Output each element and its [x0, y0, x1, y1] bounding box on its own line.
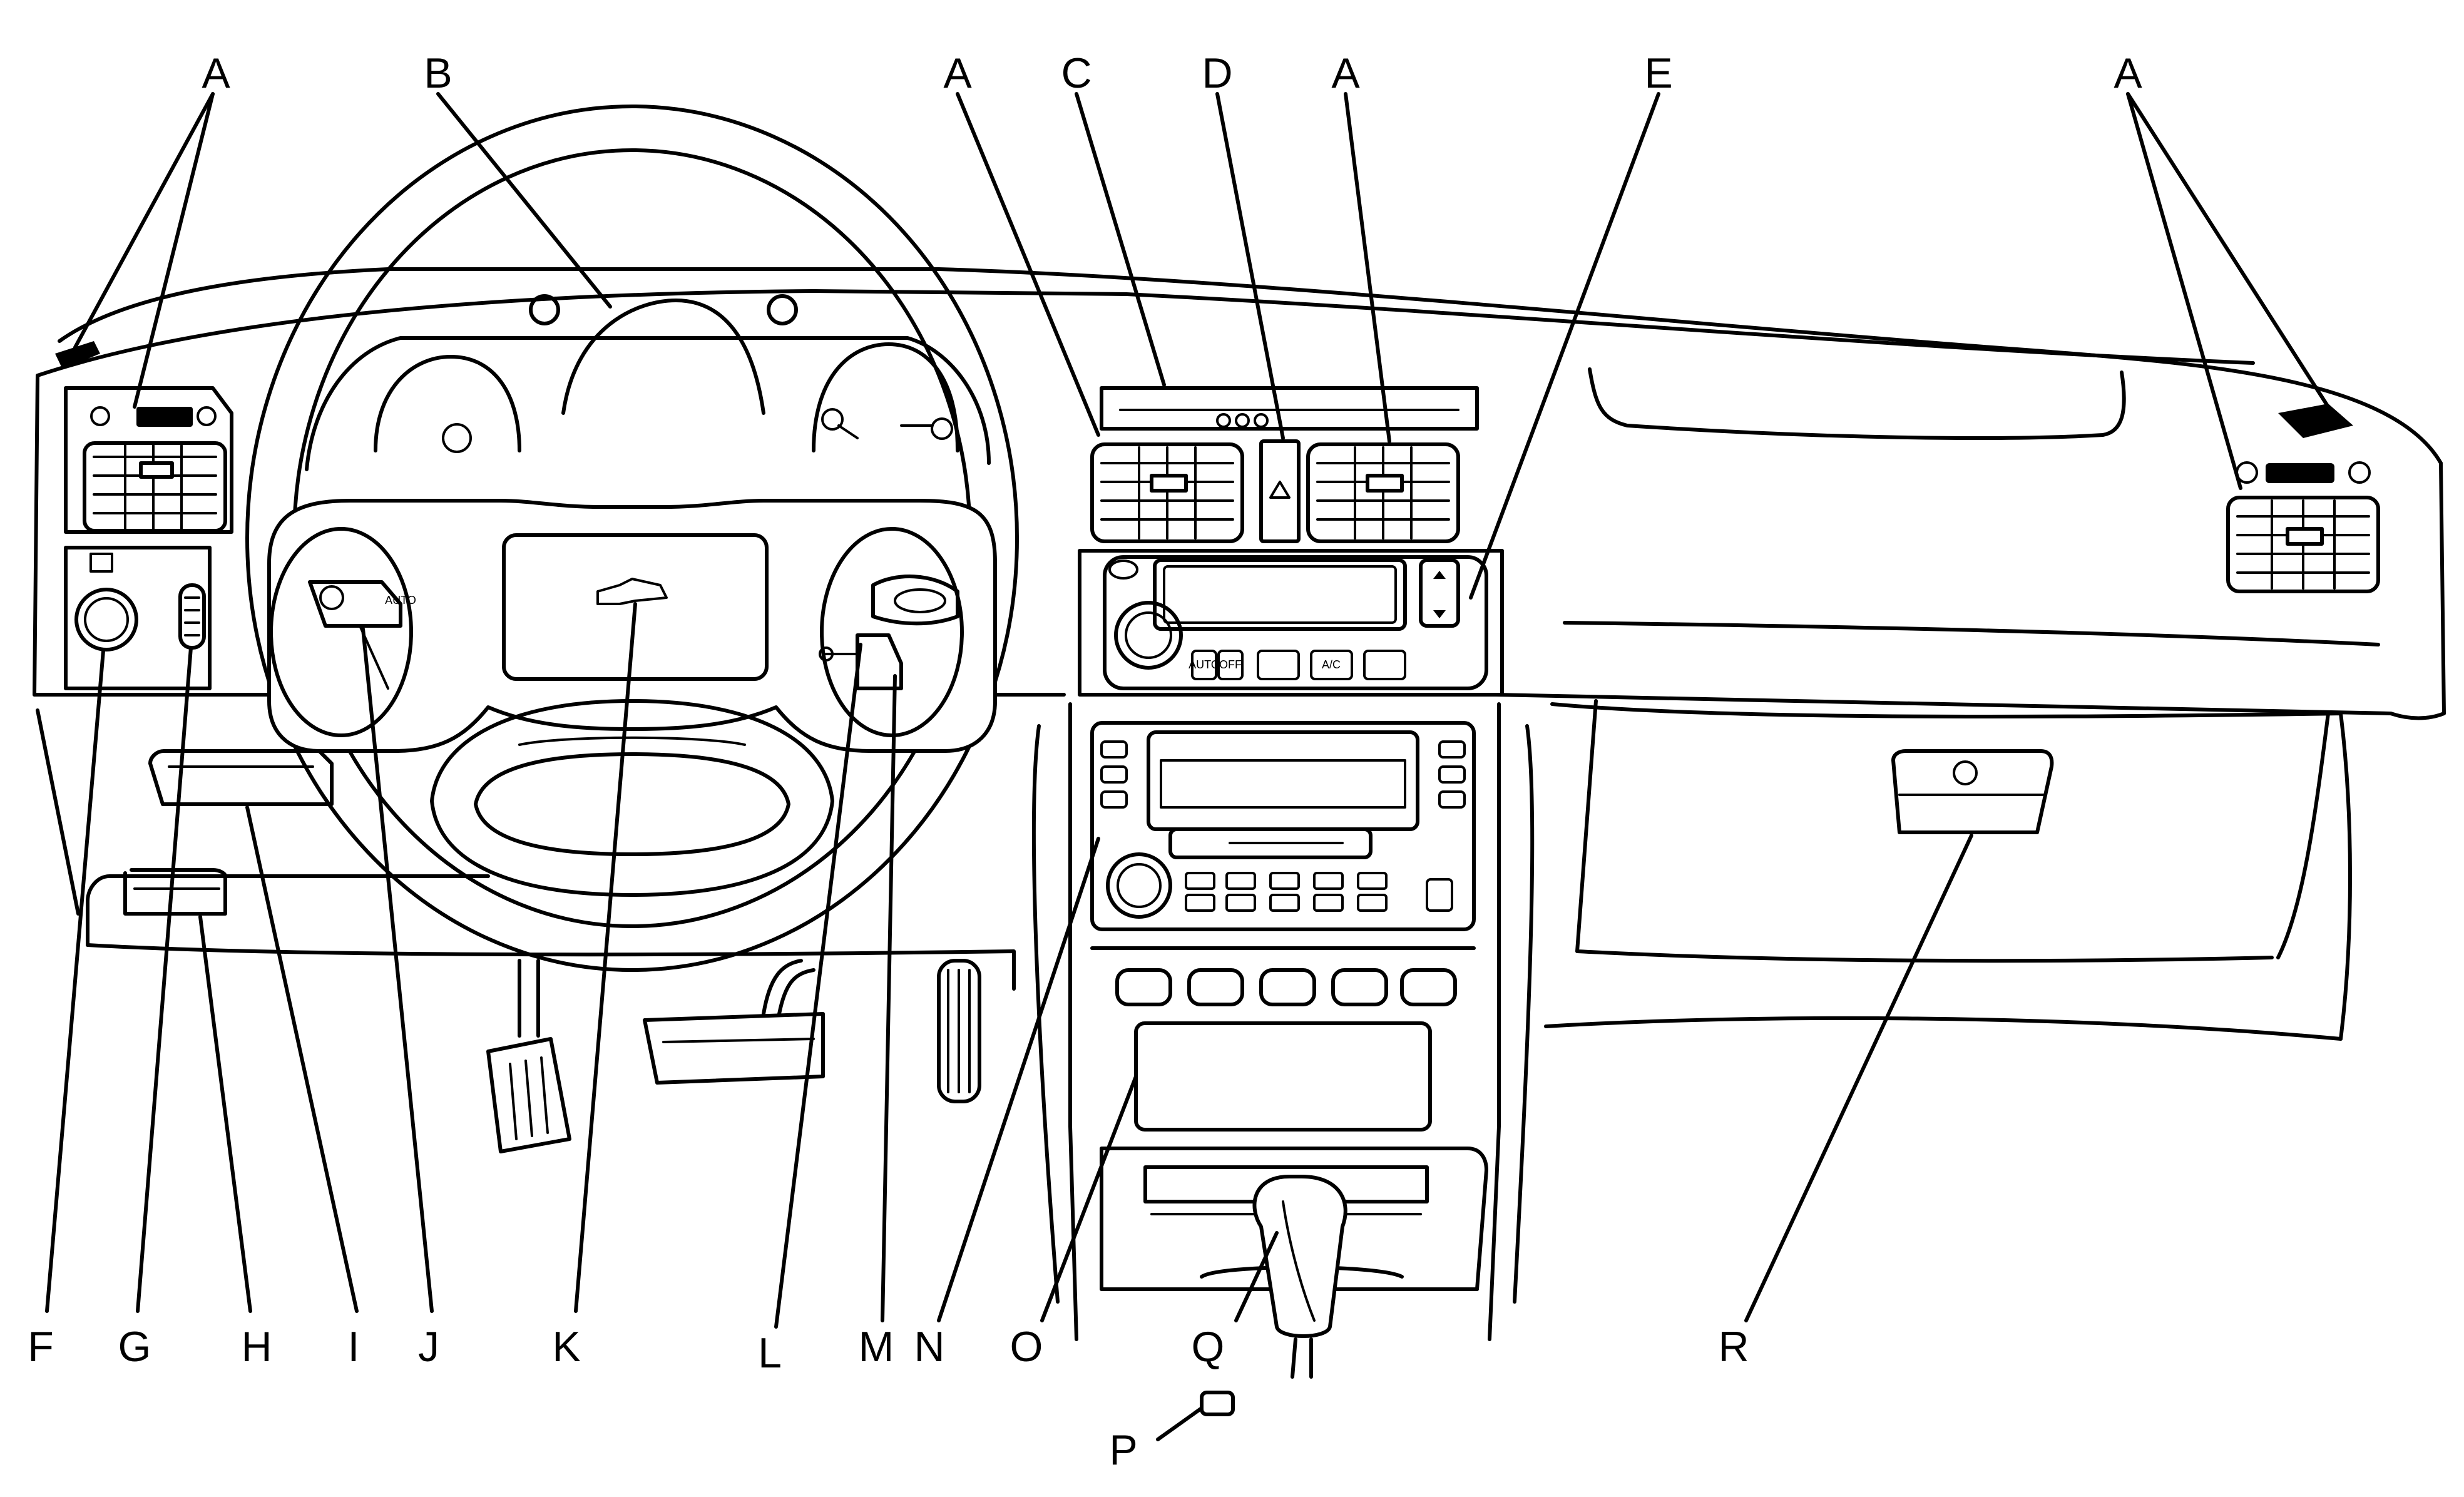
- callout-labels: A B A C D A E A F G H I J K L M N O P Q …: [28, 49, 2142, 1474]
- instrument-cluster: [374, 294, 959, 453]
- callout-d: D: [1202, 49, 1232, 97]
- dashboard-outline: [33, 267, 2446, 1041]
- callout-o: O: [1010, 1323, 1043, 1371]
- callout-a-center-right: A: [1331, 49, 1360, 97]
- callout-p: P: [1109, 1426, 1137, 1474]
- callout-i: I: [348, 1323, 360, 1371]
- auto-button-label: AUTO: [1189, 658, 1220, 671]
- callout-j: J: [418, 1323, 439, 1371]
- callout-q: Q: [1192, 1323, 1225, 1371]
- callout-h: H: [241, 1323, 272, 1371]
- lower-left-panels: [123, 749, 334, 916]
- callout-n: N: [914, 1323, 944, 1371]
- callout-k: K: [552, 1323, 580, 1371]
- callout-m: M: [859, 1323, 894, 1371]
- off-button-label: OFF: [1219, 658, 1242, 671]
- leader-lines: [45, 92, 2330, 1441]
- callout-a-left: A: [202, 49, 230, 97]
- right-vent-area: [2226, 404, 2380, 593]
- pedals: [486, 959, 981, 1153]
- callout-e: E: [1644, 49, 1672, 97]
- callout-b: B: [424, 49, 452, 97]
- callout-a-center-left: A: [943, 49, 972, 97]
- center-stack: AUTO OFF A/C: [1031, 386, 1535, 1379]
- callout-a-right: A: [2114, 49, 2142, 97]
- callout-f: F: [28, 1323, 54, 1371]
- callout-c: C: [1061, 49, 1091, 97]
- callout-g: G: [118, 1323, 151, 1371]
- callout-r: R: [1718, 1323, 1749, 1371]
- svg-text:AUTO: AUTO: [385, 594, 416, 606]
- part-p: [1200, 1391, 1235, 1416]
- steering-wheel: AUTO: [245, 105, 1019, 972]
- ac-button-label: A/C: [1322, 658, 1341, 671]
- left-vent-area: [55, 341, 233, 690]
- callout-l: L: [758, 1329, 782, 1377]
- glovebox-latch: [1891, 749, 2054, 834]
